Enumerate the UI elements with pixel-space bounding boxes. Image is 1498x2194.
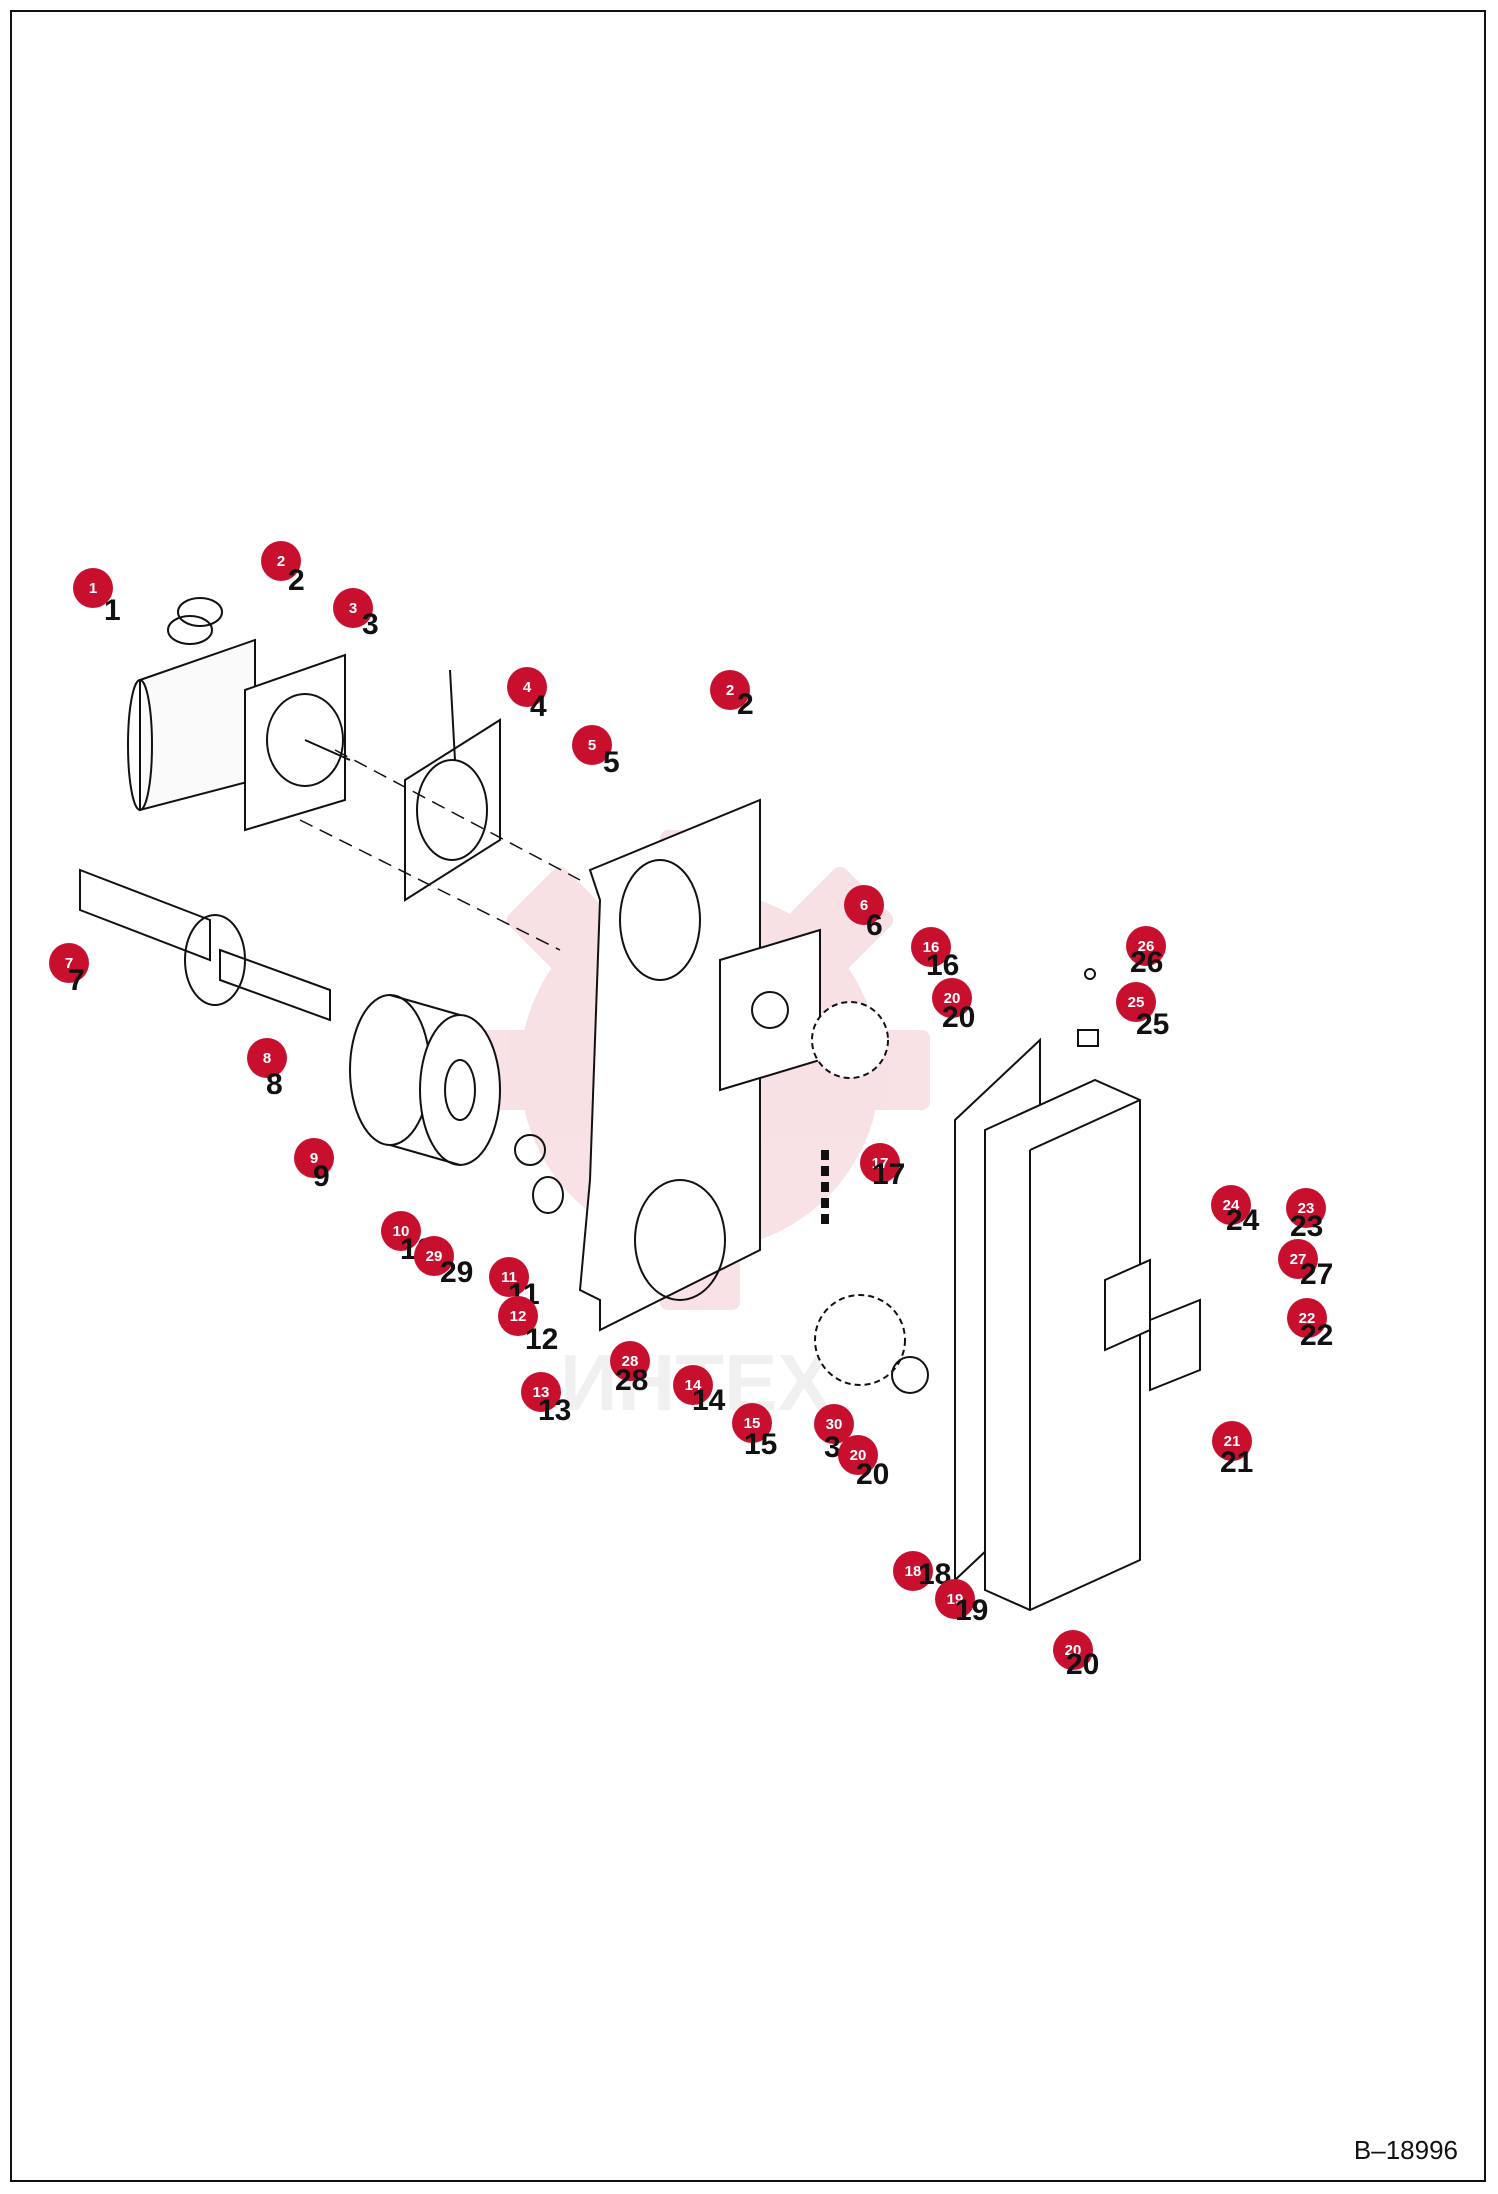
callout-badge-1: 1 xyxy=(73,568,113,608)
callout-badge-7: 7 xyxy=(49,943,89,983)
callout-number-23: 23 xyxy=(1290,1210,1324,1243)
callout-badge-28: 28 xyxy=(610,1341,650,1381)
callout-number-13: 13 xyxy=(538,1394,572,1427)
callout-number-2: 2 xyxy=(288,564,305,597)
callout-number-5: 5 xyxy=(603,746,620,779)
callout-badge-14: 14 xyxy=(673,1365,713,1405)
hydraulic-motor-part xyxy=(127,597,351,832)
callout-badge-21: 21 xyxy=(1212,1421,1252,1461)
chain-case-cover-part xyxy=(984,1078,1141,1612)
callout-badge-12: 12 xyxy=(498,1296,538,1336)
callout-badge-2b: 2 xyxy=(710,670,750,710)
callout-number-28: 28 xyxy=(615,1364,649,1397)
callout-number-8: 8 xyxy=(266,1068,283,1101)
callout-badge-19: 19 xyxy=(935,1579,975,1619)
callout-badge-22: 22 xyxy=(1287,1298,1327,1338)
callout-number-27: 27 xyxy=(1300,1258,1334,1291)
drive-shaft-part xyxy=(79,868,331,1022)
callout-number-1: 1 xyxy=(104,594,121,627)
callout-number-7: 7 xyxy=(68,964,85,997)
callout-badge-20-upper: 20 xyxy=(932,978,972,1018)
callout-number-26: 26 xyxy=(1130,946,1164,979)
washer-part xyxy=(891,1356,929,1394)
fill-plug-part xyxy=(1077,1029,1099,1047)
callout-badge-5: 5 xyxy=(572,725,612,765)
callout-number-6: 6 xyxy=(866,909,883,942)
callout-number-15: 15 xyxy=(744,1428,778,1461)
callout-number-20-upper: 20 xyxy=(942,1001,976,1034)
callout-number-9: 9 xyxy=(313,1160,330,1193)
callout-number-25: 25 xyxy=(1136,1008,1170,1041)
callout-number-19: 19 xyxy=(955,1594,989,1627)
callout-number-20-mid: 20 xyxy=(856,1458,890,1491)
breather-part xyxy=(1084,968,1096,980)
callout-number-17: 17 xyxy=(872,1158,906,1191)
callout-badge-15: 15 xyxy=(732,1403,772,1443)
callout-number-20-lower: 20 xyxy=(1066,1648,1100,1681)
callout-number-24: 24 xyxy=(1226,1204,1260,1237)
retainer-plate-part xyxy=(1149,1298,1201,1392)
callout-badge-16: 16 xyxy=(911,927,951,967)
pulley-part xyxy=(349,994,501,1166)
upper-sprocket-part xyxy=(811,1001,889,1079)
callout-badge-6: 6 xyxy=(844,885,884,925)
callout-number-21: 21 xyxy=(1220,1446,1254,1479)
callout-badge-17: 17 xyxy=(860,1143,900,1183)
callout-badge-8: 8 xyxy=(247,1038,287,1078)
callout-badge-4: 4 xyxy=(507,667,547,707)
callout-number-30: 3 xyxy=(824,1431,841,1464)
gasket-plate-part xyxy=(404,669,501,902)
callout-badge-27: 27 xyxy=(1278,1239,1318,1279)
callout-badge-9: 9 xyxy=(294,1138,334,1178)
bushing-part xyxy=(532,1176,564,1214)
callout-badge-20-mid: 20 xyxy=(838,1435,878,1475)
drawing-number: B–18996 xyxy=(1353,2135,1458,2165)
seal-ring-part xyxy=(514,1134,546,1166)
callout-number-4: 4 xyxy=(530,690,547,723)
lower-sprocket-part xyxy=(814,1294,906,1386)
callout-badge-23: 23 xyxy=(1286,1188,1326,1228)
callout-number-3: 3 xyxy=(362,608,379,641)
callout-badge-3: 3 xyxy=(333,588,373,628)
callout-badge-18: 18 xyxy=(893,1551,933,1591)
callout-badge-2: 2 xyxy=(261,541,301,581)
callout-number-16: 16 xyxy=(926,949,960,982)
callout-badge-26: 26 xyxy=(1126,926,1166,966)
callout-number-29: 29 xyxy=(440,1256,474,1289)
callout-badge-25: 25 xyxy=(1116,982,1156,1022)
callout-number-22: 22 xyxy=(1300,1319,1334,1352)
callout-number-12: 12 xyxy=(525,1323,559,1356)
callout-badge-10: 10 xyxy=(381,1211,421,1251)
drawing-frame xyxy=(10,10,1486,2182)
callout-badge-20-lower: 20 xyxy=(1053,1630,1093,1670)
callout-badge-24: 24 xyxy=(1211,1185,1251,1225)
callout-number-2b: 2 xyxy=(737,688,754,721)
callout-number-14: 14 xyxy=(692,1384,726,1417)
callout-badge-29: 29 xyxy=(414,1236,454,1276)
callout-badge-13: 13 xyxy=(521,1372,561,1412)
callout-badge-11: 11 xyxy=(489,1257,529,1297)
